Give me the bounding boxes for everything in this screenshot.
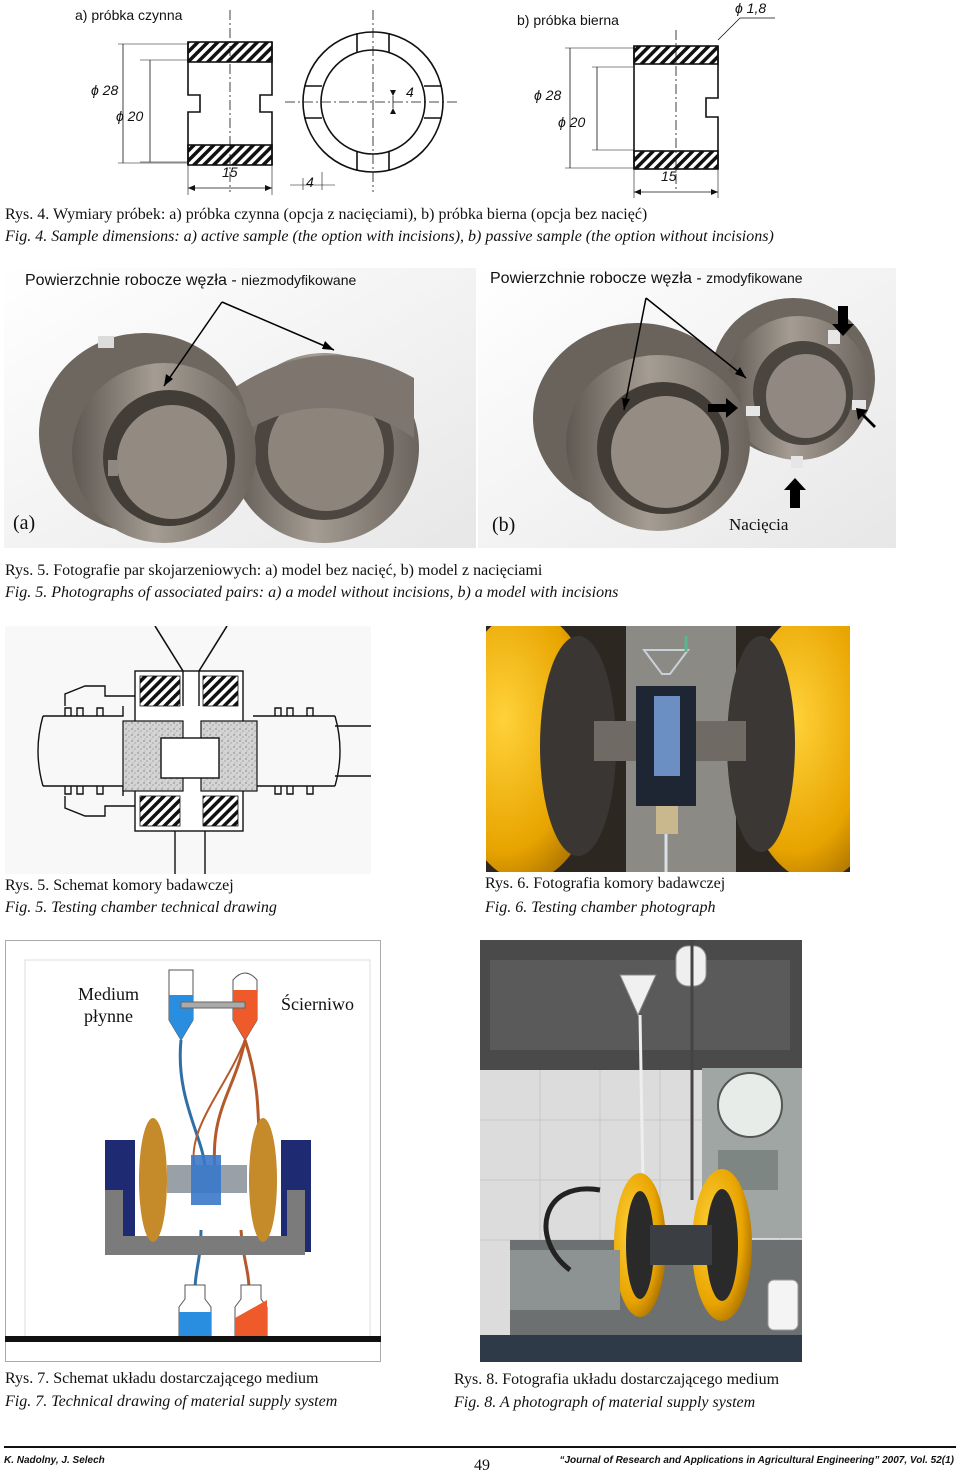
dim-b-phi-20: ϕ 20	[558, 114, 586, 130]
dim-b-15: 15	[661, 168, 677, 184]
photo-a-label: (a)	[13, 512, 36, 534]
abrasive-label: Ścierniwo	[281, 994, 354, 1014]
medium-label: Medium płynne	[78, 983, 139, 1027]
fig6-caption-pl: Rys. 6. Fotografia komory badawczej	[485, 875, 726, 892]
supply-drawing	[5, 940, 381, 1362]
sample-a-label: a) próbka czynna	[75, 7, 183, 23]
dim-phi-1-8: ϕ 1,8	[735, 0, 767, 16]
dim-a-15: 15	[222, 164, 238, 180]
photo-b-title: Powierzchnie robocze węzła - zmodyfikowa…	[490, 270, 803, 288]
fig5-caption-en: Fig. 5. Photographs of associated pairs:…	[5, 584, 619, 601]
journal-volume: 2007, Vol. 52(1)	[879, 1455, 954, 1466]
photo-a-title-main: Powierzchnie robocze węzła -	[25, 272, 242, 289]
photo-b-label: (b)	[492, 514, 516, 536]
medium-label-line1: Medium	[78, 984, 139, 1004]
chamber-photo	[451, 611, 891, 881]
journal-name: Journal of Research and Applications in …	[564, 1455, 875, 1466]
footer-rule	[4, 1446, 956, 1448]
notch-label: Nacięcia	[729, 515, 789, 534]
photo-b-title-main: Powierzchnie robocze węzła -	[490, 270, 707, 287]
chamber-drawing	[5, 625, 371, 874]
footer-authors: K. Nadolny, J. Selech	[4, 1455, 105, 1466]
fig5b-caption-en: Fig. 5. Testing chamber technical drawin…	[5, 899, 277, 916]
sample-b-label: b) próbka bierna	[517, 12, 619, 28]
dim-b-phi-28: ϕ 28	[534, 87, 562, 103]
fig4-drawing	[0, 0, 960, 200]
dim-a-4-depth: 4	[406, 84, 414, 100]
fig7-caption-pl: Rys. 7. Schemat układu dostarczającego m…	[5, 1370, 319, 1387]
dim-a-4-slot: 4	[306, 174, 314, 190]
supply-photo	[480, 940, 802, 1362]
photo-a-title-small: niezmodyfikowane	[241, 272, 357, 288]
photo-a-title: Powierzchnie robocze węzła - niezmodyfik…	[25, 272, 356, 290]
fig6-caption-en: Fig. 6. Testing chamber photograph	[485, 899, 716, 916]
sample-b-section	[565, 17, 775, 198]
fig8-caption-en: Fig. 8. A photograph of material supply …	[454, 1394, 756, 1411]
photo-pair-a	[4, 268, 476, 548]
fig5b-caption-pl: Rys. 5. Schemat komory badawczej	[5, 877, 234, 894]
sample-a-section	[118, 10, 273, 195]
sample-a-ring	[285, 10, 460, 192]
photo-b-title-small: zmodyfikowane	[706, 270, 803, 286]
fig5-caption-pl: Rys. 5. Fotografie par skojarzeniowych: …	[5, 562, 543, 579]
fig4-caption-en: Fig. 4. Sample dimensions: a) active sam…	[5, 228, 774, 245]
page-number: 49	[474, 1457, 490, 1474]
dim-a-phi-20: ϕ 20	[116, 108, 144, 124]
fig8-caption-pl: Rys. 8. Fotografia układu dostarczająceg…	[454, 1371, 780, 1388]
footer-journal: “Journal of Research and Applications in…	[559, 1455, 954, 1466]
photo-pair-b	[478, 268, 896, 548]
fig4-caption-pl: Rys. 4. Wymiary próbek: a) próbka czynna…	[5, 206, 648, 223]
fig7-caption-en: Fig. 7. Technical drawing of material su…	[5, 1393, 338, 1410]
dim-a-phi-28: ϕ 28	[91, 82, 119, 98]
medium-label-line2: płynne	[84, 1006, 133, 1026]
